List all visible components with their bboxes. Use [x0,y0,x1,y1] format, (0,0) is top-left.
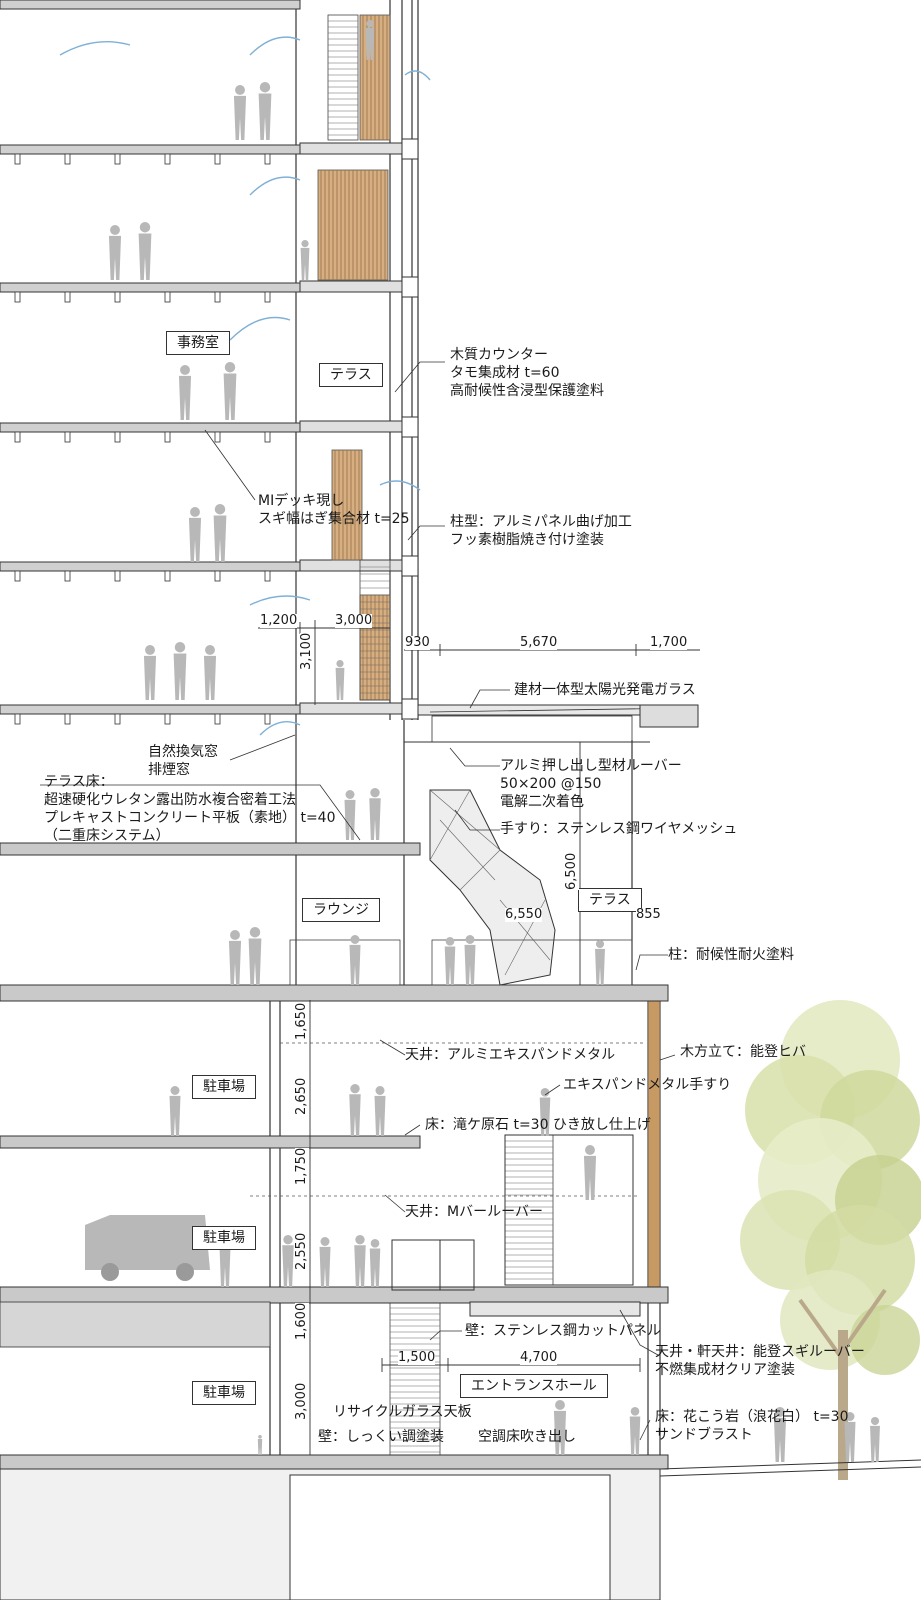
dim-4700: 4,700 [520,1350,558,1365]
room-label-lounge: ラウンジ [302,898,380,922]
note-alu-louver: アルミ押し出し型材ルーバー 50×200 @150 電解二次着色 [500,758,682,810]
dim-1600: 1,600 [294,1302,309,1340]
dim-5670: 5,670 [520,635,558,650]
railings [289,939,633,986]
note-recycled-glass: リサイクルガラス天板 [333,1404,472,1420]
wood-panels [317,14,391,701]
note-ceiling-expanded: 天井：アルミエキスパンドメタル [405,1047,616,1063]
note-column-shape: 柱型：アルミパネル曲げ加工 フッ素樹脂焼き付け塗装 [450,514,632,548]
dim-3100: 3,100 [299,632,314,670]
note-handrail: 手すり：ステンレス鋼ワイヤメッシュ [500,821,738,837]
note-wall-steel: 壁：ステンレス鋼カットパネル [465,1323,661,1339]
room-label-office: 事務室 [166,331,230,355]
room-label-terrace-lower: テラス [578,888,642,912]
tree [740,1000,921,1480]
dim-1200: 1,200 [260,613,298,628]
note-natural-vent: 自然換気窓 排煙窓 [148,744,218,778]
leader-lines [40,361,676,1441]
note-mullion: 木方立て：能登ヒバ [680,1044,806,1060]
dim-6550: 6,550 [505,907,543,922]
dim-930: 930 [405,635,430,650]
note-floor-stone: 床：滝ケ原石 t=30 ひき放し仕上げ [425,1117,651,1133]
dim-1750: 1,750 [294,1147,309,1185]
ventilation-arrows [59,36,431,736]
note-terrace-floor: テラス床： 超速硬化ウレタン露出防水複合密着工法 プレキャストコンクリート平板（… [44,774,336,844]
dim-1500: 1,500 [398,1350,436,1365]
dim-3000b: 3,000 [294,1382,309,1420]
dim-1650: 1,650 [294,1002,309,1040]
hall-walls [391,1134,641,1317]
room-label-parking-2: 駐車場 [192,1226,256,1250]
room-label-parking-3: 駐車場 [192,1381,256,1405]
room-label-entrance: エントランスホール [460,1374,608,1398]
pv-canopy [404,704,699,743]
dim-1700: 1,700 [650,635,688,650]
dim-2550: 2,550 [294,1232,309,1270]
note-mi-deck: MIデッキ現し スギ幅はぎ集合材 t=25 [258,493,410,527]
dim-2650: 2,650 [294,1077,309,1115]
note-floor-granite: 床：花こう岩（浪花白） t=30 サンドブラスト [655,1409,849,1443]
van [85,1215,210,1281]
room-label-parking-1: 駐車場 [192,1075,256,1099]
people-silhouettes [108,20,880,1462]
ceiling-lines [250,1042,645,1197]
note-ac-outlet: 空調床吹き出し [478,1429,576,1445]
dim-855: 855 [636,907,661,922]
note-pv-glass: 建材一体型太陽光発電ガラス [514,682,696,698]
wood-mullion [647,999,661,1291]
room-label-terrace-upper: テラス [319,363,383,387]
upper-slabs [0,0,419,725]
note-ceiling-m-louver: 天井：Mバールーバー [405,1204,543,1220]
dim-entrance-main [381,1358,641,1372]
note-wall-plaster: 壁：しっくい調塗装 [318,1429,444,1445]
lower-slabs [0,842,921,1600]
dimension-lines [258,620,700,1455]
dim-6500: 6,500 [564,852,579,890]
note-column-fire: 柱：耐候性耐火塗料 [668,947,794,963]
note-wood-counter: 木質カウンター タモ集成材 t=60 高耐候性含浸型保護塗料 [450,347,604,399]
dim-3000: 3,000 [335,613,373,628]
note-expanded-rail: エキスパンドメタル手すり [563,1077,732,1093]
note-ceiling-eaves: 天井・軒天井：能登スギルーバー 不燃集成材クリア塗装 [655,1344,865,1378]
